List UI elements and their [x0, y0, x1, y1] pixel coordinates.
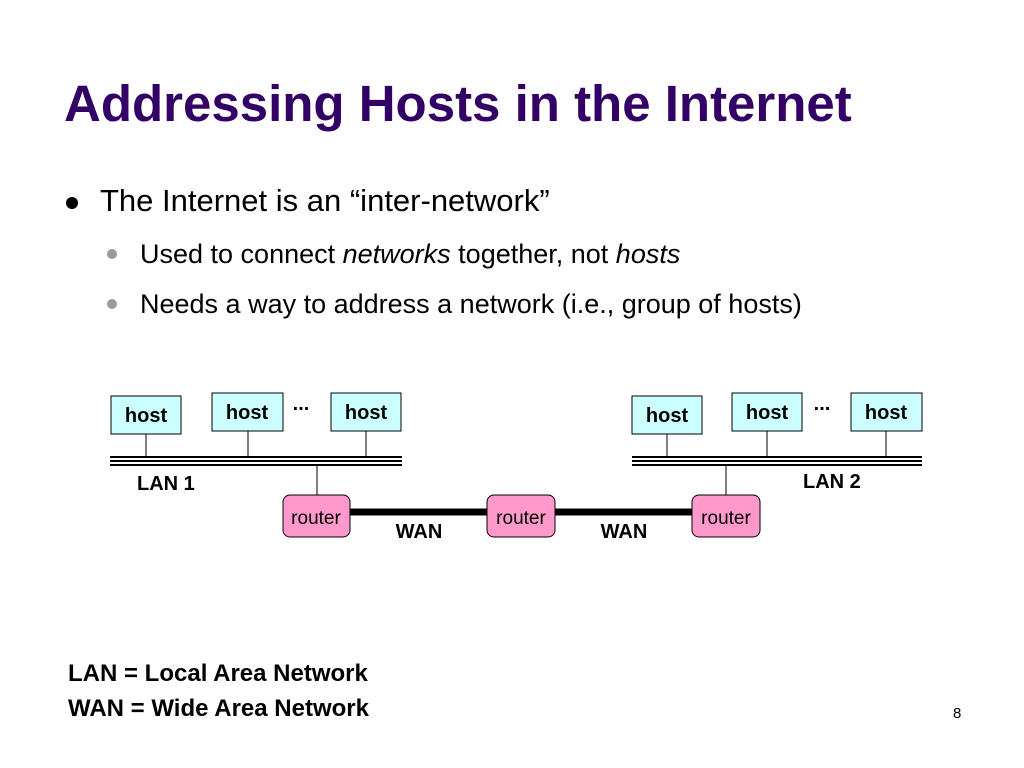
host-node: host [330, 392, 402, 432]
legend: LAN = Local Area Network WAN = Wide Area… [68, 656, 369, 726]
host-node: host [731, 392, 803, 432]
page-number: 8 [953, 705, 962, 722]
sub-bullet-1: Used to connect networks together, not h… [140, 233, 680, 275]
host-label: host [646, 405, 689, 427]
sub-bullet-dot [107, 249, 117, 259]
ellipsis: ... [814, 393, 831, 415]
router-label: router [291, 508, 341, 529]
lan-2-label: LAN 2 [803, 471, 861, 493]
lan-1-label: LAN 1 [137, 473, 195, 495]
lan-1-bus [110, 456, 402, 466]
router-label: router [496, 508, 546, 529]
router-node: router [282, 494, 351, 538]
bullet-dot [66, 197, 78, 209]
sub-bullet-dot [107, 299, 117, 309]
host-label: host [746, 402, 789, 424]
sub-bullet-2: Needs a way to address a network (i.e., … [140, 289, 802, 319]
host-label: host [345, 402, 388, 424]
host-label: host [865, 402, 908, 424]
lan-2-bus [632, 456, 922, 466]
ellipsis: ... [293, 393, 310, 415]
router-node: router [486, 494, 556, 538]
legend-wan: WAN = Wide Area Network [68, 695, 369, 722]
legend-lan: LAN = Local Area Network [68, 660, 368, 687]
slide-title: Addressing Hosts in the Internet [64, 75, 852, 132]
sub-bullet-1-italic-a: networks [342, 239, 451, 269]
sub-bullet-1-italic-b: hosts [615, 239, 681, 269]
host-label: host [125, 405, 168, 427]
sub-bullet-1-text-a: Used to connect [140, 239, 343, 269]
wan-label: WAN [396, 521, 443, 543]
router-node: router [691, 494, 761, 538]
wan-label: WAN [601, 521, 648, 543]
host-node: host [850, 392, 923, 432]
host-node: host [211, 392, 284, 432]
bullet-main: The Internet is an “inter-network” [100, 183, 550, 218]
host-label: host [226, 402, 269, 424]
host-node: host [631, 395, 703, 435]
host-node: host [110, 395, 182, 435]
sub-bullet-1-text-b: together, not [450, 239, 616, 269]
router-label: router [701, 508, 751, 529]
